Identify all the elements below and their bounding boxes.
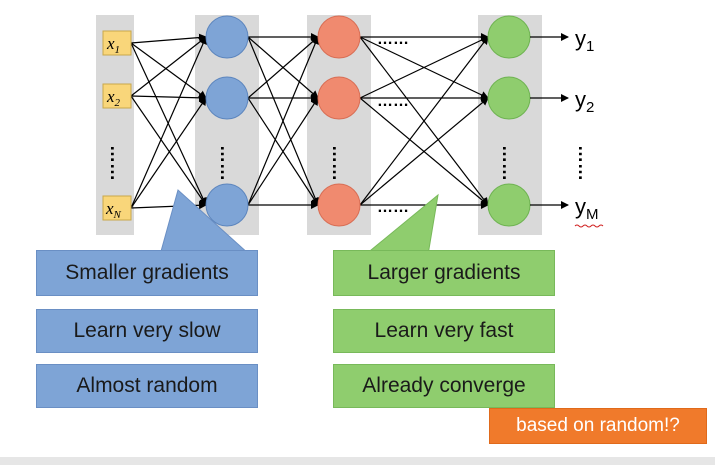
input-node-xN: xN: [102, 195, 132, 221]
green-node: [487, 183, 531, 227]
y-ellipsis: ……: [575, 145, 595, 181]
spellcheck-squiggle: [574, 224, 604, 228]
connection-line: [130, 93, 207, 102]
input-node-x1: x1: [102, 30, 132, 56]
connection-line: [130, 36, 207, 209]
svg-text:xN: xN: [105, 199, 122, 221]
svg-text:x2: x2: [106, 87, 121, 109]
hidden-layer-2: [317, 15, 361, 227]
almost-random-label: Almost random: [36, 364, 258, 408]
output-y2-base: y: [575, 87, 586, 112]
input-ellipsis: ……: [107, 145, 127, 181]
green-node: [487, 76, 531, 120]
input-x2-base: x: [106, 87, 115, 106]
blue-node: [205, 15, 249, 59]
connection-line: [130, 97, 207, 209]
output-y1-sub: 1: [586, 38, 594, 55]
layer-ellipsis-bot: ……: [377, 199, 409, 216]
connection-line: [247, 36, 319, 206]
hidden-layer-1: [205, 15, 249, 227]
connection-line: [130, 36, 207, 97]
orange-node: [317, 76, 361, 120]
hidden2-ellipsis: ……: [329, 145, 349, 181]
hidden1-ellipsis: ……: [217, 145, 237, 181]
layer-ellipsis-top: ……: [377, 31, 409, 48]
svg-text:x1: x1: [106, 34, 120, 56]
connection-line: [247, 97, 319, 206]
connection-line: [247, 36, 319, 99]
learn-very-fast-label: Learn very fast: [333, 309, 555, 353]
connection-lines: [130, 33, 489, 210]
input-x1-sub: 1: [115, 44, 121, 56]
input-x1-base: x: [106, 34, 115, 53]
orange-node: [317, 183, 361, 227]
output-y1-base: y: [575, 26, 586, 51]
orange-node: [317, 15, 361, 59]
green-node: [487, 15, 531, 59]
blue-node: [205, 76, 249, 120]
output-yM-sub: M: [586, 206, 599, 223]
smaller-gradients-label: Smaller gradients: [36, 250, 258, 296]
connection-line: [130, 95, 207, 206]
based-on-random-note: based on random!?: [489, 408, 707, 444]
connection-line: [359, 36, 489, 206]
input-xN-base: x: [105, 199, 114, 218]
layer-ellipsis-mid: ……: [377, 93, 409, 110]
connection-line: [130, 33, 207, 44]
blue-node: [205, 183, 249, 227]
output-ellipsis: ……: [499, 145, 519, 181]
input-xN-sub: N: [113, 209, 122, 221]
connection-line: [130, 42, 207, 206]
bottom-bar: [0, 457, 715, 465]
connection-line: [130, 42, 207, 99]
input-x2-sub: 2: [115, 97, 121, 109]
output-label-y2: y2: [575, 87, 594, 116]
learn-very-slow-label: Learn very slow: [36, 309, 258, 353]
connection-line: [359, 36, 489, 99]
output-label-y1: y1: [575, 26, 594, 55]
output-yM-base: y: [575, 194, 586, 219]
output-layer: [487, 15, 531, 227]
larger-gradients-label: Larger gradients: [333, 250, 555, 296]
input-node-x2: x2: [102, 83, 132, 109]
output-y2-sub: 2: [586, 99, 594, 116]
connection-line: [359, 97, 489, 206]
output-label-yM: yM: [575, 194, 599, 223]
already-converge-label: Already converge: [333, 364, 555, 408]
